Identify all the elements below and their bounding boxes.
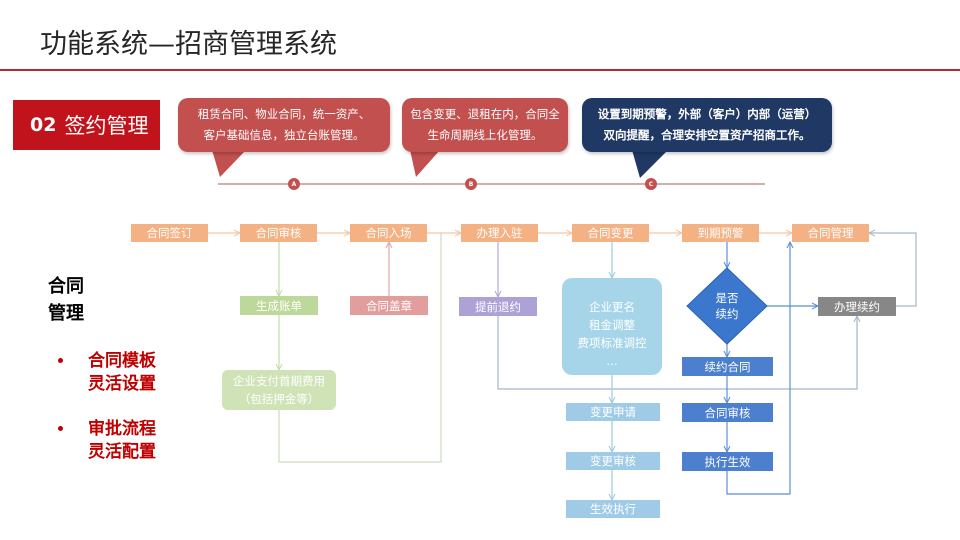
bullet-marker xyxy=(58,358,63,363)
bubble-a-line: 租赁合同、物业合同，统一资产、 xyxy=(197,107,371,121)
feature-line: 审批流程 xyxy=(88,419,156,439)
timeline-marker-c-label: C xyxy=(649,181,654,188)
change-review-node: 变更审核 xyxy=(566,452,660,470)
timeline-marker-a-label: A xyxy=(292,181,297,188)
change-request-node: 变更申请 xyxy=(566,403,660,421)
bubble-c-line: 双向提醒，合理安排空置资产招商工作。 xyxy=(603,128,811,142)
stage-expiry-alert: 到期预警 xyxy=(682,224,759,242)
first-payment-line: 企业支付首期费用 xyxy=(233,374,325,388)
seal-node: 合同盖章 xyxy=(350,296,428,315)
bubble-b-line: 包含变更、退租在内，合同全 xyxy=(410,107,560,121)
bubble-a-line: 客户基础信息，独立台账管理。 xyxy=(203,128,365,142)
decision-line: 是否 xyxy=(715,291,739,305)
first-payment-node: 企业支付首期费用 （包括押金等） xyxy=(222,370,336,410)
stage-contract-review: 合同审核 xyxy=(240,224,317,242)
timeline-marker-c: C xyxy=(645,178,657,190)
timeline-marker-b-dot xyxy=(465,178,477,190)
feature-line: 灵活设置 xyxy=(88,374,156,394)
timeline-marker-c-dot xyxy=(645,178,657,190)
change-detail-item: … xyxy=(606,353,618,368)
bullet-marker xyxy=(58,426,63,431)
stage-contract-change: 合同变更 xyxy=(572,224,649,242)
title-rule xyxy=(0,69,960,71)
slide-title: 功能系统—招商管理系统 xyxy=(40,29,337,60)
bubble-b: 包含变更、退租在内，合同全 生命周期线上化管理。 xyxy=(402,98,568,152)
bubble-c: 设置到期预警，外部（客户）内部（运营） 双向提醒，合理安排空置资产招商工作。 xyxy=(582,98,832,152)
billing-node: 生成账单 xyxy=(240,296,318,315)
bubble-b-tail xyxy=(410,150,440,177)
bubble-c-line: 设置到期预警，外部（客户）内部（运营） xyxy=(597,107,817,121)
decision-line: 续约 xyxy=(715,307,739,321)
feature-approval-flexible: 审批流程 灵活配置 xyxy=(88,418,156,464)
timeline-marker-b-label: B xyxy=(469,181,474,188)
change-detail-item: 费项标准调控 xyxy=(577,335,647,350)
renewal-review-node: 合同审核 xyxy=(682,403,773,422)
feature-template-flexible: 合同模板 灵活设置 xyxy=(88,350,156,396)
stage-check-in: 办理入驻 xyxy=(461,224,538,242)
renewal-decision-diamond xyxy=(686,267,768,345)
connector-payment-to-checkin xyxy=(278,233,442,463)
bubble-a: 租赁合同、物业合同，统一资产、 客户基础信息，独立台账管理。 xyxy=(178,98,390,152)
timeline-marker-a-dot xyxy=(288,178,300,190)
feature-line: 灵活配置 xyxy=(88,442,156,462)
arrow-handling-to-management xyxy=(868,229,917,307)
first-payment-line: （包括押金等） xyxy=(238,392,320,406)
section-label: 签约管理 xyxy=(64,114,149,138)
stage-contract-entry: 合同入场 xyxy=(350,224,427,242)
heading-line: 管理 xyxy=(48,303,84,324)
change-effective-node: 生效执行 xyxy=(566,500,660,518)
renewal-contract-node: 续约合同 xyxy=(682,357,773,376)
bubble-c-tail xyxy=(632,150,668,178)
renewal-execution-node: 执行生效 xyxy=(682,452,773,471)
bubble-a-tail xyxy=(212,150,246,177)
feature-line: 合同模板 xyxy=(88,351,156,371)
contract-management-heading: 合同 管理 xyxy=(48,273,84,327)
section-badge: 02 签约管理 xyxy=(13,100,160,150)
arrow-termination-to-renewal-handling xyxy=(497,315,861,390)
section-number: 02 xyxy=(30,114,57,136)
bubble-b-line: 生命周期线上化管理。 xyxy=(427,128,543,142)
early-termination-node: 提前退约 xyxy=(459,297,537,316)
stage-contract-signing: 合同签订 xyxy=(131,224,208,242)
renewal-handling-node: 办理续约 xyxy=(818,297,896,316)
change-detail-item: 租金调整 xyxy=(589,317,635,332)
stage-contract-management: 合同管理 xyxy=(792,224,869,242)
timeline-marker-a: A xyxy=(288,178,300,190)
renewal-decision-label: 是否 续约 xyxy=(687,268,767,344)
heading-line: 合同 xyxy=(48,276,84,297)
timeline-marker-b: B xyxy=(465,178,477,190)
change-detail-item: 企业更名 xyxy=(589,299,635,314)
arrow-execution-to-management xyxy=(726,241,794,495)
change-details-node: 企业更名 租金调整 费项标准调控 … xyxy=(562,278,662,375)
